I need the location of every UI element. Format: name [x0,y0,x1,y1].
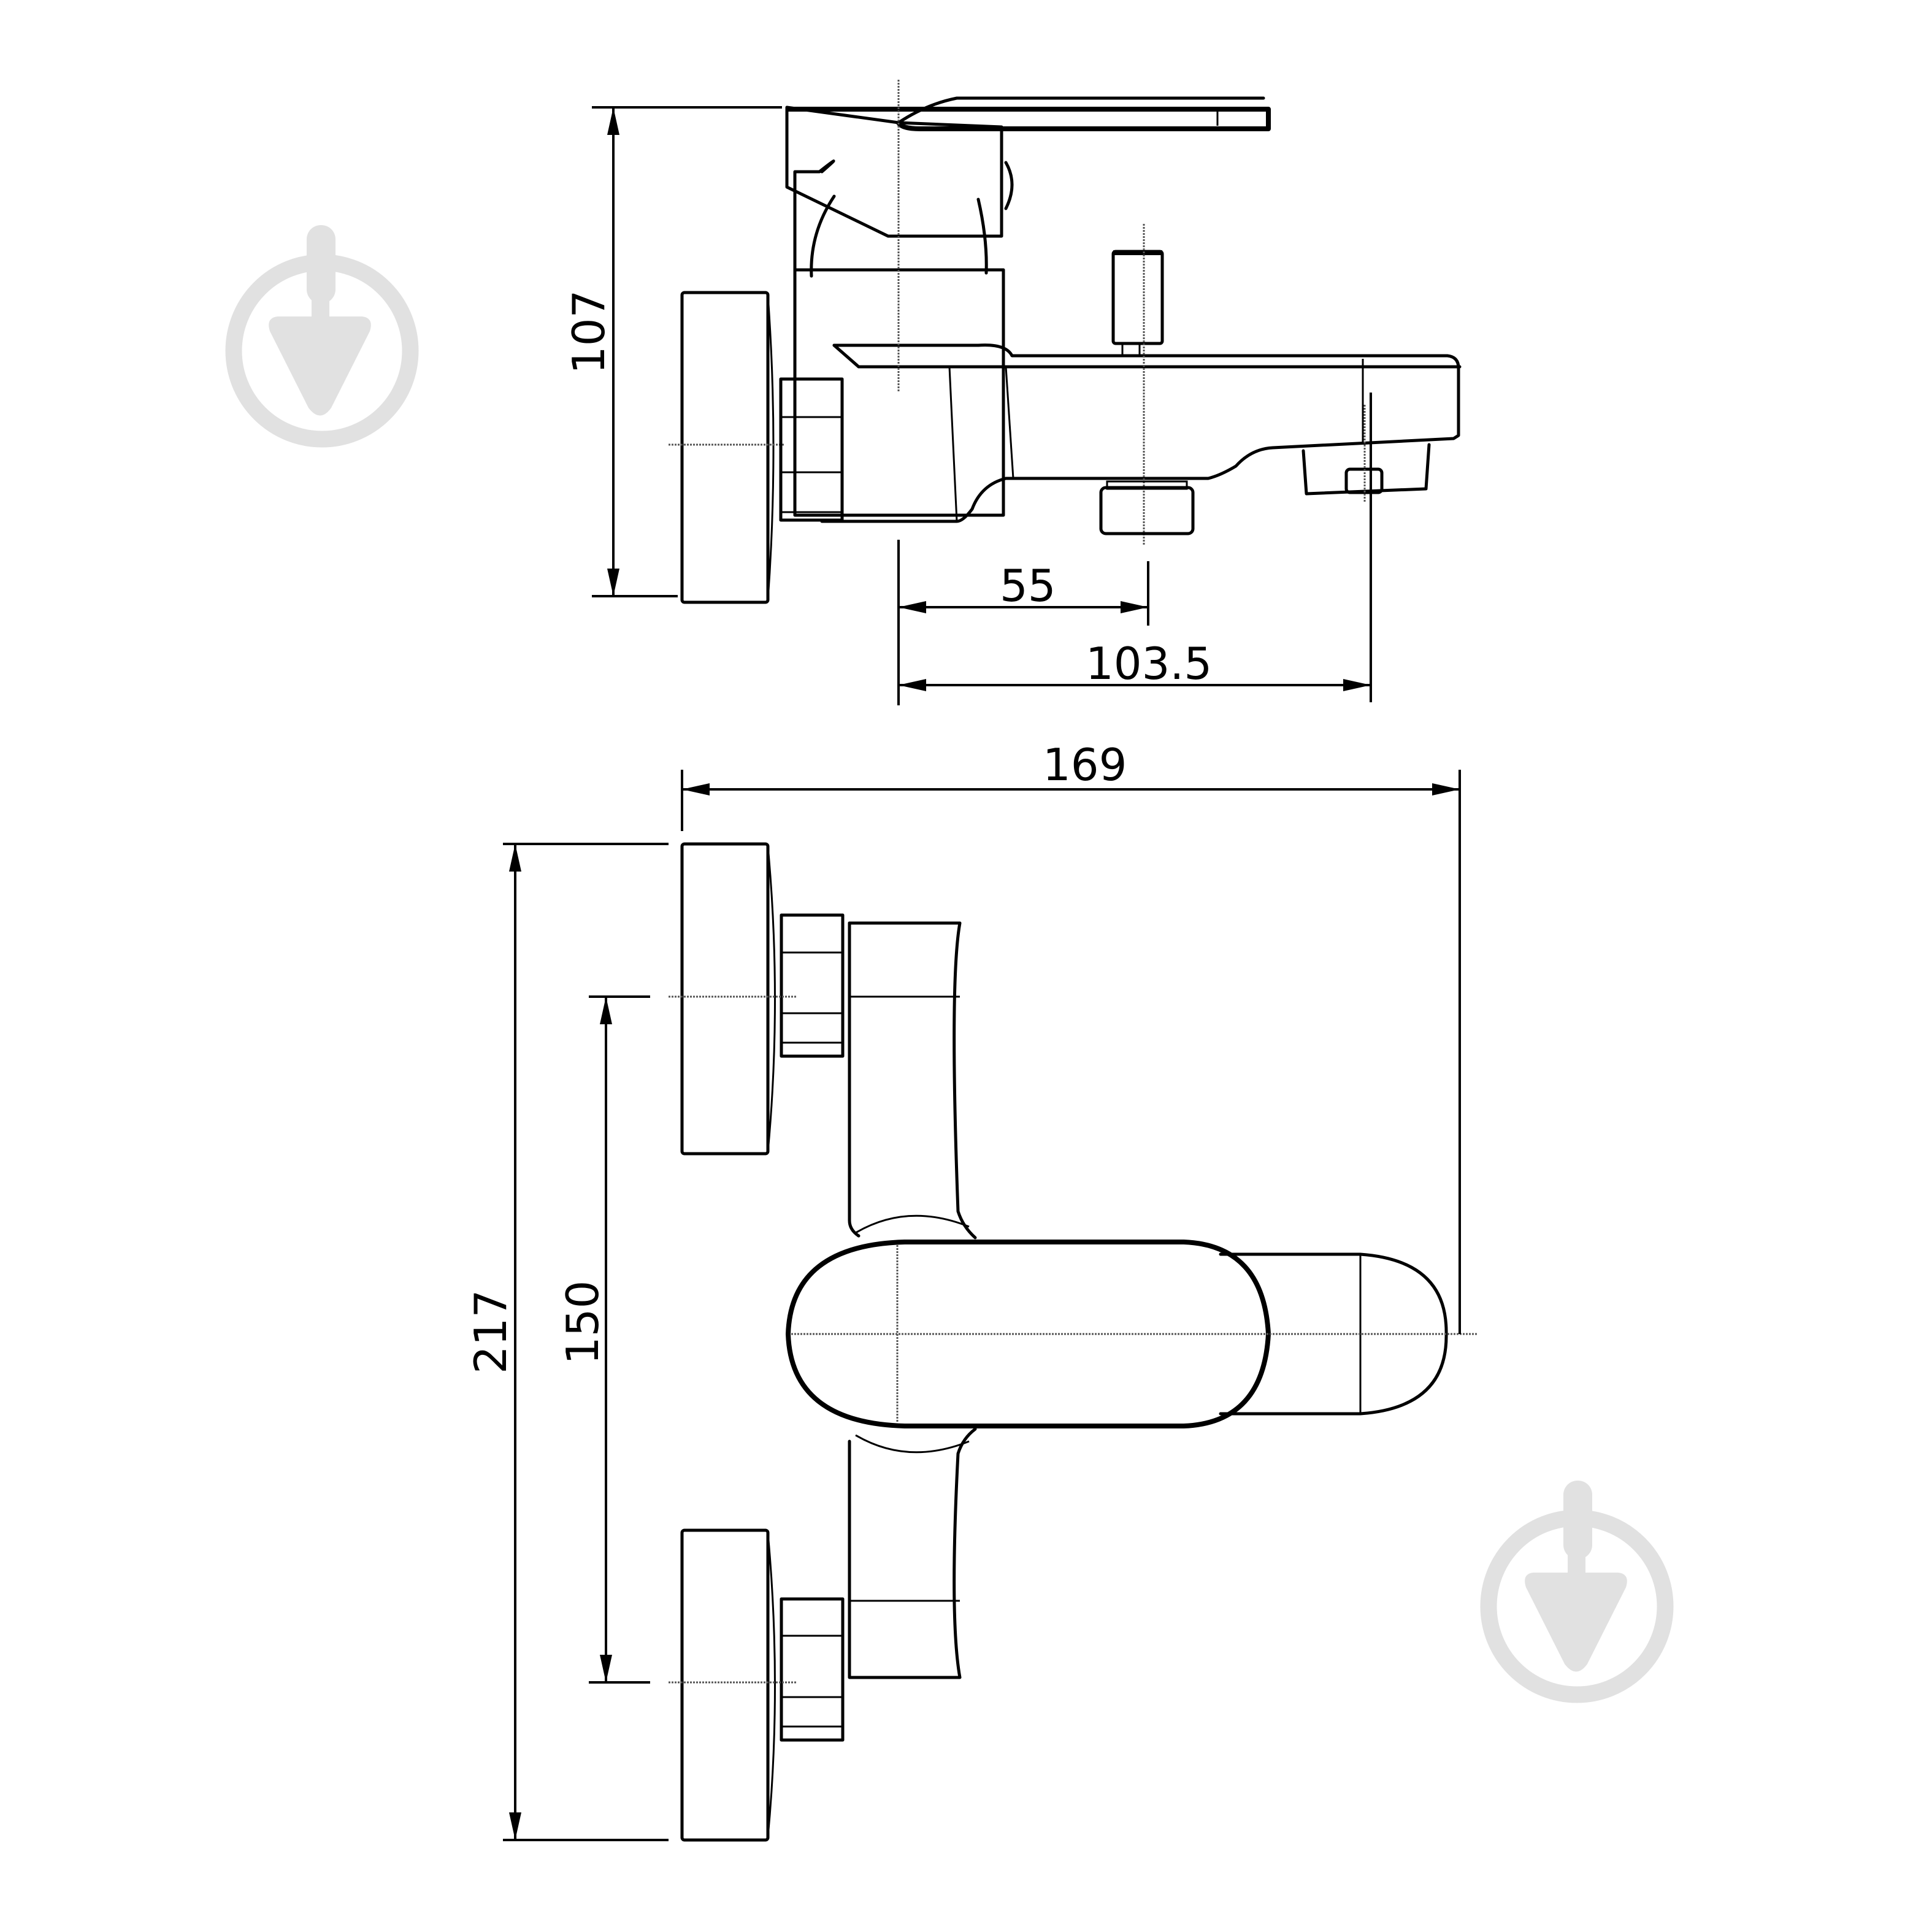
dimension-label-150: 150 [557,1281,608,1365]
watermark-bottom-right-trowel-icon [1480,1481,1674,1703]
dimension-reach-103-5: 103.5 [899,393,1372,702]
dimension-width-169: 169 [681,739,1461,1334]
side-view [669,80,1462,604]
watermark-top-left-trowel-icon [225,225,419,448]
front-view [669,842,1478,1842]
dimension-height-107: 107 [563,106,782,597]
dimension-spout-55: 55 [897,540,1149,705]
dimension-label-55: 55 [1000,560,1056,611]
dimension-label-103-5: 103.5 [1086,638,1212,689]
dimension-inlet-150: 150 [557,995,650,1684]
dimension-label-107: 107 [563,290,615,374]
dimension-height-217: 217 [465,843,669,1841]
dimension-label-217: 217 [465,1290,516,1374]
dimension-label-169: 169 [1043,739,1127,791]
